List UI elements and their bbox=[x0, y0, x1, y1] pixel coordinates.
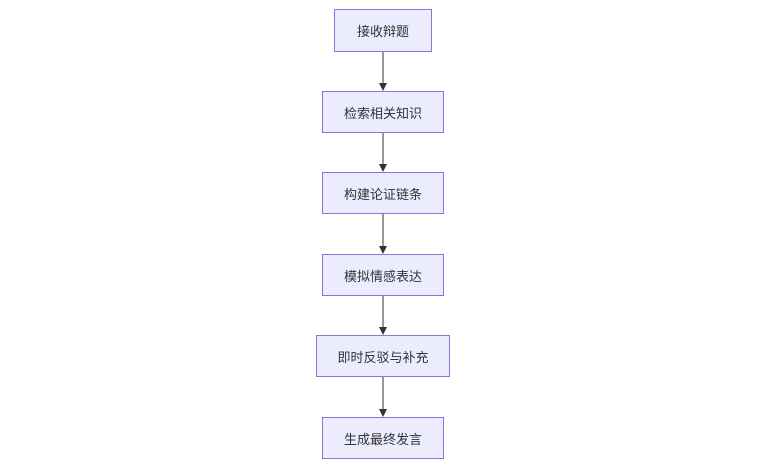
node-receive-topic: 接收辩题 bbox=[334, 9, 432, 52]
node-retrieve-knowledge: 检索相关知识 bbox=[322, 91, 444, 133]
node-build-argument-chain: 构建论证链条 bbox=[322, 172, 444, 214]
node-simulate-emotion: 模拟情感表达 bbox=[322, 254, 444, 296]
node-rebut-and-supplement: 即时反驳与补充 bbox=[316, 335, 450, 377]
node-generate-final-speech: 生成最终发言 bbox=[322, 417, 444, 459]
